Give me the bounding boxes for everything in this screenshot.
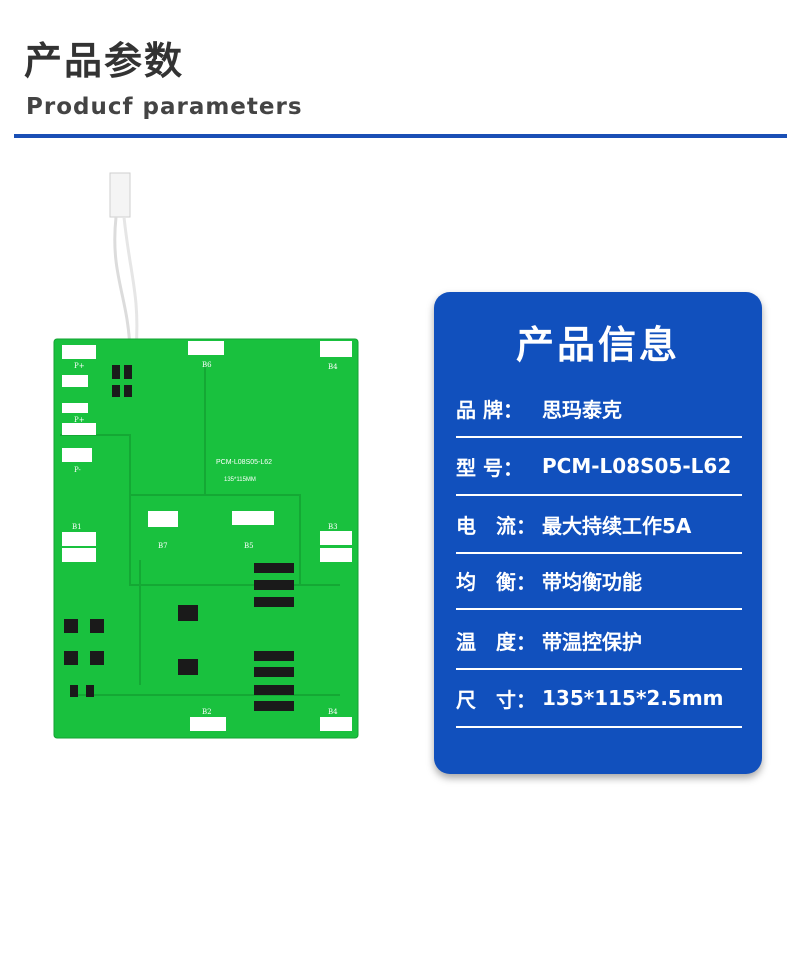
info-value: 带均衡功能 bbox=[542, 569, 642, 594]
pad-b5 bbox=[232, 511, 274, 525]
pad-p-plus bbox=[62, 423, 96, 435]
ic-chip bbox=[178, 605, 198, 621]
info-row-model: 型 号： PCM-L08S05-L62 bbox=[456, 438, 742, 496]
info-value: 带温控保护 bbox=[542, 629, 642, 654]
page-title-en: Producf parameters bbox=[26, 94, 303, 120]
pad-label: B4 bbox=[328, 708, 338, 716]
mosfet bbox=[90, 651, 104, 665]
transistor bbox=[124, 385, 132, 397]
transistor bbox=[112, 365, 120, 379]
ic-chip bbox=[178, 659, 198, 675]
mosfet bbox=[64, 619, 78, 633]
pad-label: B6 bbox=[202, 361, 212, 369]
transistor bbox=[112, 385, 120, 397]
info-value: PCM-L08S05-L62 bbox=[542, 454, 732, 478]
pad-b4 bbox=[320, 717, 352, 731]
mosfet bbox=[64, 651, 78, 665]
wire bbox=[122, 216, 139, 351]
balance-resistor bbox=[254, 580, 294, 590]
info-value: 最大持续工作5A bbox=[542, 513, 692, 538]
info-value: 135*115*2.5mm bbox=[542, 686, 724, 710]
page-title-cn: 产品参数 bbox=[24, 39, 185, 83]
model-silkscreen: PCM-L08S05-L62 bbox=[216, 459, 272, 466]
pad-b7 bbox=[148, 511, 178, 527]
size-silkscreen: 135*115MM bbox=[224, 477, 256, 483]
info-label: 型 号： bbox=[456, 455, 523, 480]
info-row-size: 尺 寸： 135*115*2.5mm bbox=[456, 670, 742, 728]
pad bbox=[62, 375, 88, 387]
info-label: 电 流： bbox=[456, 513, 536, 538]
balance-resistor bbox=[254, 701, 294, 711]
pad-b6 bbox=[188, 341, 224, 355]
balance-resistor bbox=[254, 667, 294, 677]
pad bbox=[320, 548, 352, 562]
product-info-card: 产品信息 品 牌： 思玛泰克 型 号： PCM-L08S05-L62 电 流： … bbox=[434, 292, 762, 774]
pad-label: P- bbox=[74, 466, 81, 474]
pad-p-minus bbox=[62, 448, 92, 462]
info-label: 温 度： bbox=[456, 629, 536, 654]
wire-connector bbox=[109, 172, 131, 218]
pad-label: B1 bbox=[72, 523, 82, 531]
pad-label: B3 bbox=[328, 523, 338, 531]
wire bbox=[113, 216, 132, 351]
card-title: 产品信息 bbox=[515, 323, 680, 367]
pad-b2 bbox=[190, 717, 226, 731]
pad-label: P+ bbox=[74, 416, 85, 424]
info-value: 思玛泰克 bbox=[542, 397, 622, 422]
info-label: 品 牌： bbox=[456, 397, 523, 422]
pad-b3 bbox=[320, 531, 352, 545]
info-label: 均 衡： bbox=[456, 569, 536, 594]
info-row-balance: 均 衡： 带均衡功能 bbox=[456, 552, 742, 610]
info-label: 尺 寸： bbox=[456, 687, 536, 712]
info-row-current: 电 流： 最大持续工作5A bbox=[456, 496, 742, 554]
pcb-product-image: P+ P+ P- B1 B2 B3 B4 B4 B5 B6 B7 PCM-L08… bbox=[40, 165, 370, 755]
transistor bbox=[70, 685, 78, 697]
balance-resistor bbox=[254, 597, 294, 607]
pad-b1 bbox=[62, 532, 96, 546]
transistor bbox=[86, 685, 94, 697]
pad-b4 bbox=[320, 341, 352, 357]
balance-resistor bbox=[254, 651, 294, 661]
mosfet bbox=[90, 619, 104, 633]
pad-label: B2 bbox=[202, 708, 212, 716]
pad bbox=[62, 548, 96, 562]
pad-label: B5 bbox=[244, 542, 254, 550]
pad-label: B7 bbox=[158, 542, 168, 550]
info-row-brand: 品 牌： 思玛泰克 bbox=[456, 380, 742, 438]
balance-resistor bbox=[254, 685, 294, 695]
pad-p-plus bbox=[62, 345, 96, 359]
info-row-temperature: 温 度： 带温控保护 bbox=[456, 612, 742, 670]
balance-resistor bbox=[254, 563, 294, 573]
title-divider bbox=[14, 134, 787, 138]
pad bbox=[62, 403, 88, 413]
pad-label: B4 bbox=[328, 363, 338, 371]
transistor bbox=[124, 365, 132, 379]
pad-label: P+ bbox=[74, 362, 85, 370]
pcb-board-drawing: P+ P+ P- B1 B2 B3 B4 B4 B5 B6 B7 PCM-L08… bbox=[53, 172, 359, 739]
